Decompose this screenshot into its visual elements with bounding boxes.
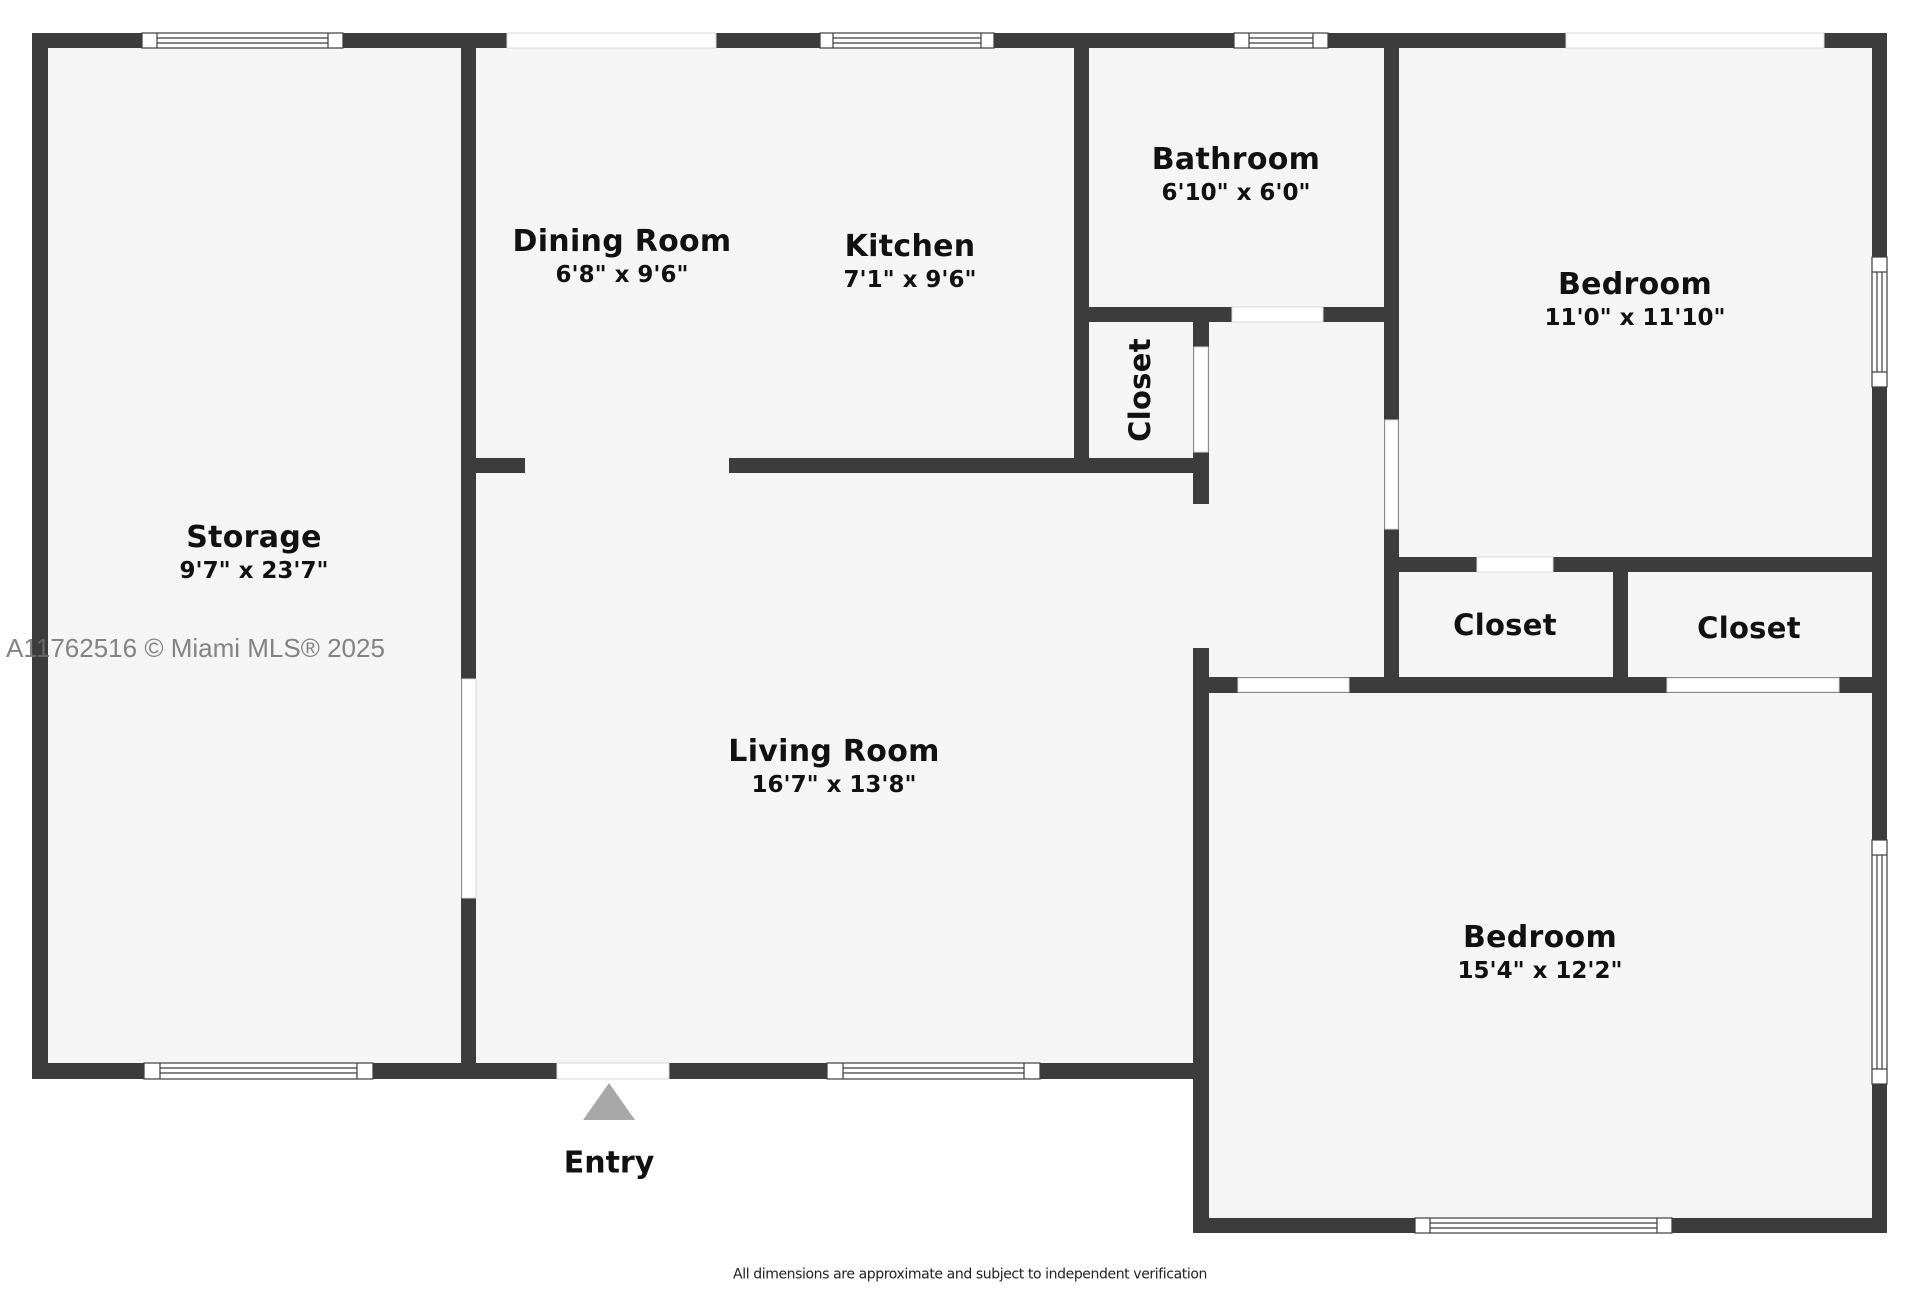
room-label-kitchen: Kitchen 7'1" x 9'6" [844, 229, 977, 295]
room-label-living: Living Room 16'7" x 13'8" [728, 734, 939, 800]
entry-arrow-icon [583, 1083, 635, 1120]
windows [141, 32, 1888, 1234]
room-label-closet-right: Closet [1697, 610, 1801, 646]
disclaimer-text: All dimensions are approximate and subje… [733, 1266, 1207, 1283]
room-dimensions: 6'8" x 9'6" [555, 262, 689, 288]
room-label-bedroom1: Bedroom 11'0" x 11'10" [1545, 267, 1726, 333]
room-name: Living Room [728, 734, 940, 769]
room-name: Bedroom [1462, 920, 1618, 955]
room-dimensions: 16'7" x 13'8" [751, 772, 917, 798]
room-dimensions: 9'7" x 23'7" [179, 558, 329, 584]
room-name: Bathroom [1151, 142, 1321, 177]
disclaimer: All dimensions are approximate and subje… [0, 1264, 1920, 1283]
room-dimensions: 11'0" x 11'10" [1544, 305, 1726, 331]
mls-watermark: A11762516 © Miami MLS® 2025 [6, 633, 385, 663]
room-name: Storage [186, 520, 322, 555]
room-name: Dining Room [512, 224, 732, 259]
room-label-closet-hall: Closet [1122, 338, 1158, 442]
room-dimensions: 7'1" x 9'6" [843, 267, 977, 293]
room-label-dining: Dining Room 6'8" x 9'6" [513, 224, 732, 290]
room-label-bedroom2: Bedroom 15'4" x 12'2" [1458, 920, 1623, 986]
room-label-bathroom: Bathroom 6'10" x 6'0" [1152, 142, 1320, 208]
room-dimensions: 6'10" x 6'0" [1161, 180, 1311, 206]
openings [461, 32, 1840, 1080]
room-label-storage: Storage 9'7" x 23'7" [180, 520, 329, 586]
room-name: Closet [1453, 608, 1557, 642]
room-name: Closet [1697, 611, 1801, 645]
room-name: Bedroom [1557, 267, 1713, 302]
room-name: Kitchen [844, 229, 976, 264]
room-label-closet-left: Closet [1453, 607, 1557, 643]
entry-label: Entry [563, 1145, 655, 1181]
room-dimensions: 15'4" x 12'2" [1457, 958, 1623, 984]
floor-areas [32, 33, 1887, 1233]
room-name: Closet [1123, 338, 1157, 442]
